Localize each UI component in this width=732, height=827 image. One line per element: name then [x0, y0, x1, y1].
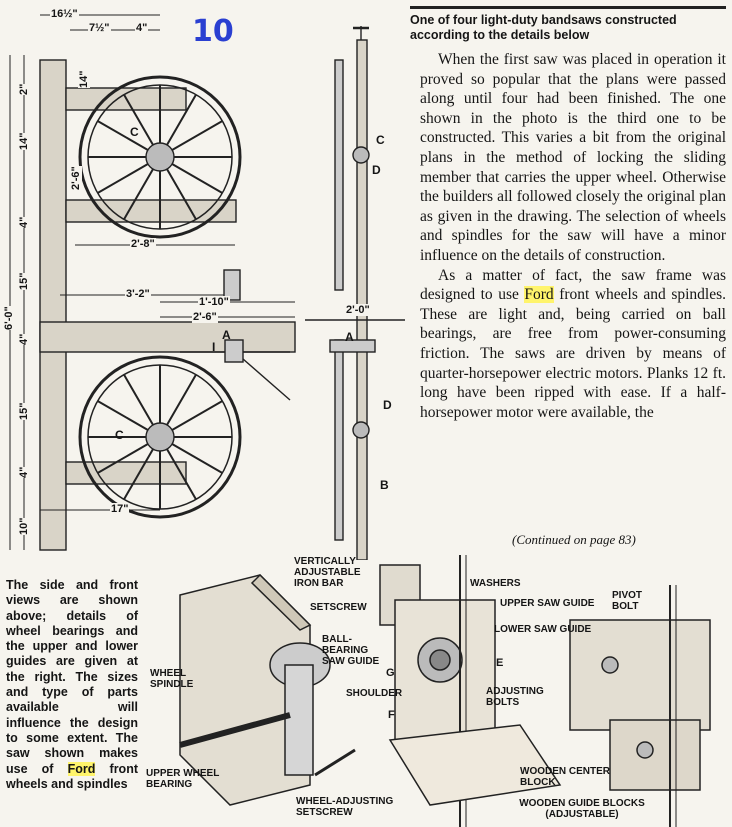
label-i: I — [212, 340, 216, 354]
label-f: F — [388, 709, 395, 721]
label-c-lower: C — [115, 428, 124, 442]
label-g: G — [386, 667, 395, 679]
wheel-spoke — [97, 443, 149, 474]
side-view-drawing — [9, 14, 296, 551]
label-a-front: A — [345, 330, 354, 344]
article-body: When the first saw was placed in operati… — [420, 50, 726, 422]
wheel-spoke — [166, 168, 197, 220]
dim-top-7-half: 7½" — [88, 22, 111, 34]
wheel-spoke — [123, 168, 154, 220]
figure-caption-text: The side and front views are shown above… — [6, 578, 138, 776]
highlight-ford-caption: Ford — [67, 761, 96, 776]
label-c-upper: C — [130, 125, 139, 139]
wheel-spoke — [123, 448, 154, 500]
dim-14-a: 14" — [18, 132, 30, 150]
wheel-spoke — [166, 94, 197, 146]
label-wooden-center-block: WOODEN CENTER BLOCK — [520, 766, 610, 788]
dim-15-a: 15" — [18, 272, 30, 290]
paragraph-2: As a matter of fact, the saw frame was d… — [420, 266, 726, 423]
dim-top-16-half: 16½" — [50, 8, 79, 20]
label-vertically-adjustable-bar: VERTICALLY ADJUSTABLE IRON BAR — [294, 556, 361, 589]
label-upper-wheel-bearing: UPPER WHEEL BEARING — [146, 768, 220, 790]
wheel-spoke — [166, 448, 197, 500]
dim-3-2: 3'-2" — [125, 288, 151, 300]
label-wheel-adjusting-setscrew: WHEEL-ADJUSTING SETSCREW — [296, 796, 394, 818]
dim-top-4: 4" — [135, 22, 149, 34]
label-lower-saw-guide: LOWER SAW GUIDE — [494, 624, 592, 635]
dim-2-0: 2'-0" — [345, 304, 371, 316]
dim-2-a: 2" — [18, 83, 30, 95]
dim-1-10: 1'-10" — [198, 296, 230, 308]
label-upper-saw-guide: UPPER SAW GUIDE — [500, 598, 595, 609]
label-shoulder: SHOULDER — [346, 688, 403, 699]
wheel-spoke — [171, 400, 223, 431]
label-e: E — [496, 657, 504, 669]
wheel-spoke — [171, 163, 223, 194]
label-wheel-spindle: WHEEL SPINDLE — [150, 668, 194, 690]
dim-2-6: 2'-6" — [192, 311, 218, 323]
dim-17: 17" — [110, 503, 130, 515]
label-d-front-lower: D — [383, 398, 392, 412]
highlight-ford: Ford — [524, 286, 554, 304]
label-setscrew: SETSCREW — [310, 602, 367, 613]
wheel-spoke — [123, 374, 154, 426]
dim-2-8: 2'-8" — [130, 238, 156, 250]
label-washers: WASHERS — [470, 578, 521, 589]
wheel-spoke — [166, 374, 197, 426]
figure-caption: The side and front views are shown above… — [6, 578, 138, 792]
wheel-spoke — [97, 120, 149, 151]
dim-10: 10" — [18, 517, 30, 535]
label-pivot-bolt: PIVOT BOLT — [612, 590, 643, 612]
label-d-front: D — [372, 163, 381, 177]
detail-drawing — [179, 555, 711, 827]
label-b-front: B — [380, 478, 389, 492]
photo-caption: One of four light-duty bandsaws construc… — [410, 6, 726, 43]
dim-14-b: 14" — [78, 70, 90, 88]
paragraph-1: When the first saw was placed in operati… — [420, 51, 726, 264]
front-view-drawing — [305, 26, 405, 560]
dim-total-height: 6'-0" — [3, 306, 15, 330]
dim-4-c: 4" — [18, 333, 30, 345]
dim-15-b: 15" — [18, 402, 30, 420]
label-adjusting-bolts: ADJUSTING BOLTS — [486, 686, 544, 708]
label-c-front: C — [376, 133, 385, 147]
continued-note: (Continued on page 83) — [512, 532, 636, 547]
label-ball-bearing-guide: BALL-BEARING SAW GUIDE — [322, 634, 380, 667]
dim-4-d: 4" — [18, 466, 30, 478]
wheel-spoke — [123, 94, 154, 146]
wheel-spoke — [97, 163, 149, 194]
paragraph-2-text-a: As a matter of fact, the saw frame was d… — [420, 266, 726, 304]
wheel-spoke — [171, 120, 223, 151]
dim-2-6-vertical: 2'-6" — [70, 166, 82, 190]
wheel-spoke — [97, 400, 149, 431]
paragraph-2-text-b: front wheels and spindles. These are lig… — [420, 286, 726, 421]
wheel-spoke — [171, 443, 223, 474]
figure-caption-tail: front wheels and spindles — [6, 761, 138, 791]
dim-4-a: 4" — [18, 216, 30, 228]
label-wooden-guide-blocks: WOODEN GUIDE BLOCKS (ADJUSTABLE) — [519, 798, 645, 820]
page-number: 10 — [192, 14, 234, 49]
label-a-side: A — [222, 328, 231, 342]
